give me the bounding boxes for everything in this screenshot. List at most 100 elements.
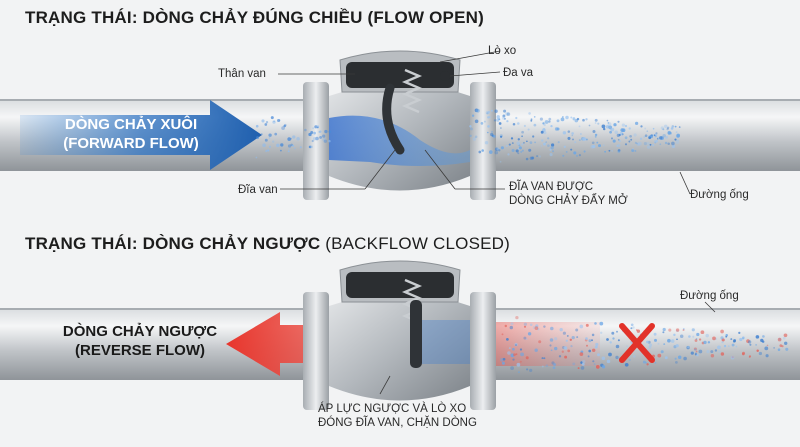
flow-particle <box>496 147 500 151</box>
flow-particle <box>718 350 721 353</box>
flow-particle <box>547 137 550 140</box>
flow-particle <box>646 142 650 145</box>
flow-particle <box>607 122 612 126</box>
flow-particle <box>560 117 565 122</box>
flow-particle <box>663 124 668 129</box>
flow-particle <box>544 120 549 124</box>
flow-particle <box>612 337 615 340</box>
flow-particle <box>607 122 610 124</box>
flow-particle <box>581 362 585 366</box>
flow-particle <box>501 333 504 336</box>
flow-particle <box>572 362 576 366</box>
flow-particle <box>272 120 276 124</box>
flow-particle <box>688 335 691 338</box>
flow-particle <box>494 109 498 113</box>
flow-particle <box>676 133 681 138</box>
flow-particle <box>700 330 705 335</box>
flow-particle <box>516 362 521 367</box>
flow-particle <box>648 345 652 349</box>
flow-particle <box>324 129 328 134</box>
flow-particle <box>570 116 573 119</box>
flow-particle <box>695 338 698 340</box>
flow-particle <box>617 120 620 123</box>
flow-particle <box>486 112 489 115</box>
flow-particle <box>611 331 615 335</box>
flow-particle <box>624 136 628 140</box>
flow-particle <box>720 352 725 356</box>
flow-particle <box>525 338 528 340</box>
flow-particle <box>513 353 516 357</box>
flow-particle <box>749 343 752 346</box>
flow-particle <box>665 135 668 139</box>
flow-particle <box>280 149 282 152</box>
flow-particle <box>657 353 662 358</box>
flow-particle <box>594 322 597 325</box>
flow-particle <box>534 141 536 144</box>
flow-particle <box>666 126 670 129</box>
flow-particle <box>779 344 783 347</box>
flow-particle <box>571 134 574 137</box>
flow-particle <box>308 132 312 137</box>
flow-particle <box>581 359 586 364</box>
flow-particle <box>550 146 554 150</box>
flow-particle <box>573 151 577 155</box>
flow-particle <box>705 333 709 338</box>
top-inlet-flange <box>303 82 329 200</box>
flow-particle <box>534 348 538 352</box>
flow-particle <box>735 345 738 348</box>
flow-particle <box>762 335 765 338</box>
bottom-valve-body <box>329 289 470 401</box>
flow-particle <box>270 116 274 120</box>
flow-particle <box>662 134 666 138</box>
flow-particle <box>322 134 326 138</box>
flow-particle <box>260 133 263 136</box>
flow-particle <box>503 117 506 120</box>
flow-particle <box>549 148 552 151</box>
flow-particle <box>714 349 718 352</box>
flow-particle <box>617 138 620 141</box>
flow-particle <box>539 117 543 121</box>
flow-particle <box>628 127 631 130</box>
flow-particle <box>674 138 677 141</box>
flow-particle <box>572 117 576 120</box>
flow-particle <box>679 334 684 338</box>
flow-particle <box>632 326 635 329</box>
flow-particle <box>606 359 611 364</box>
flow-particle <box>549 153 553 157</box>
flow-particle <box>712 336 716 341</box>
flow-particle <box>536 155 539 158</box>
flow-particle <box>567 136 571 140</box>
flow-particle <box>585 118 588 121</box>
flow-particle <box>561 350 564 353</box>
top-spring <box>401 68 423 114</box>
flow-particle <box>565 339 568 342</box>
flow-particle <box>579 133 582 135</box>
flow-particle <box>311 139 314 143</box>
flow-particle <box>292 144 295 147</box>
flow-particle <box>261 119 265 123</box>
flow-particle <box>621 133 624 136</box>
flow-particle <box>756 349 759 353</box>
flow-particle <box>644 134 648 137</box>
flow-particle <box>564 355 568 359</box>
flow-particle <box>549 344 552 347</box>
flow-particle <box>675 344 679 348</box>
flow-particle <box>594 133 598 137</box>
flow-particle <box>624 124 628 128</box>
flow-particle <box>652 127 655 130</box>
flow-particle <box>512 347 515 351</box>
flow-particle <box>591 333 595 337</box>
bottom-outlet-flange <box>470 292 496 410</box>
flow-particle <box>567 130 571 133</box>
flow-particle <box>556 119 560 123</box>
flow-particle <box>601 124 606 129</box>
flow-particle <box>683 356 687 361</box>
flow-particle <box>509 325 514 330</box>
flow-particle <box>538 340 542 344</box>
flow-particle <box>500 135 503 138</box>
flow-particle <box>731 343 735 347</box>
flow-particle <box>599 321 604 326</box>
flow-particle <box>596 141 599 144</box>
top-valve-group <box>0 50 800 200</box>
flow-particle <box>520 352 524 357</box>
